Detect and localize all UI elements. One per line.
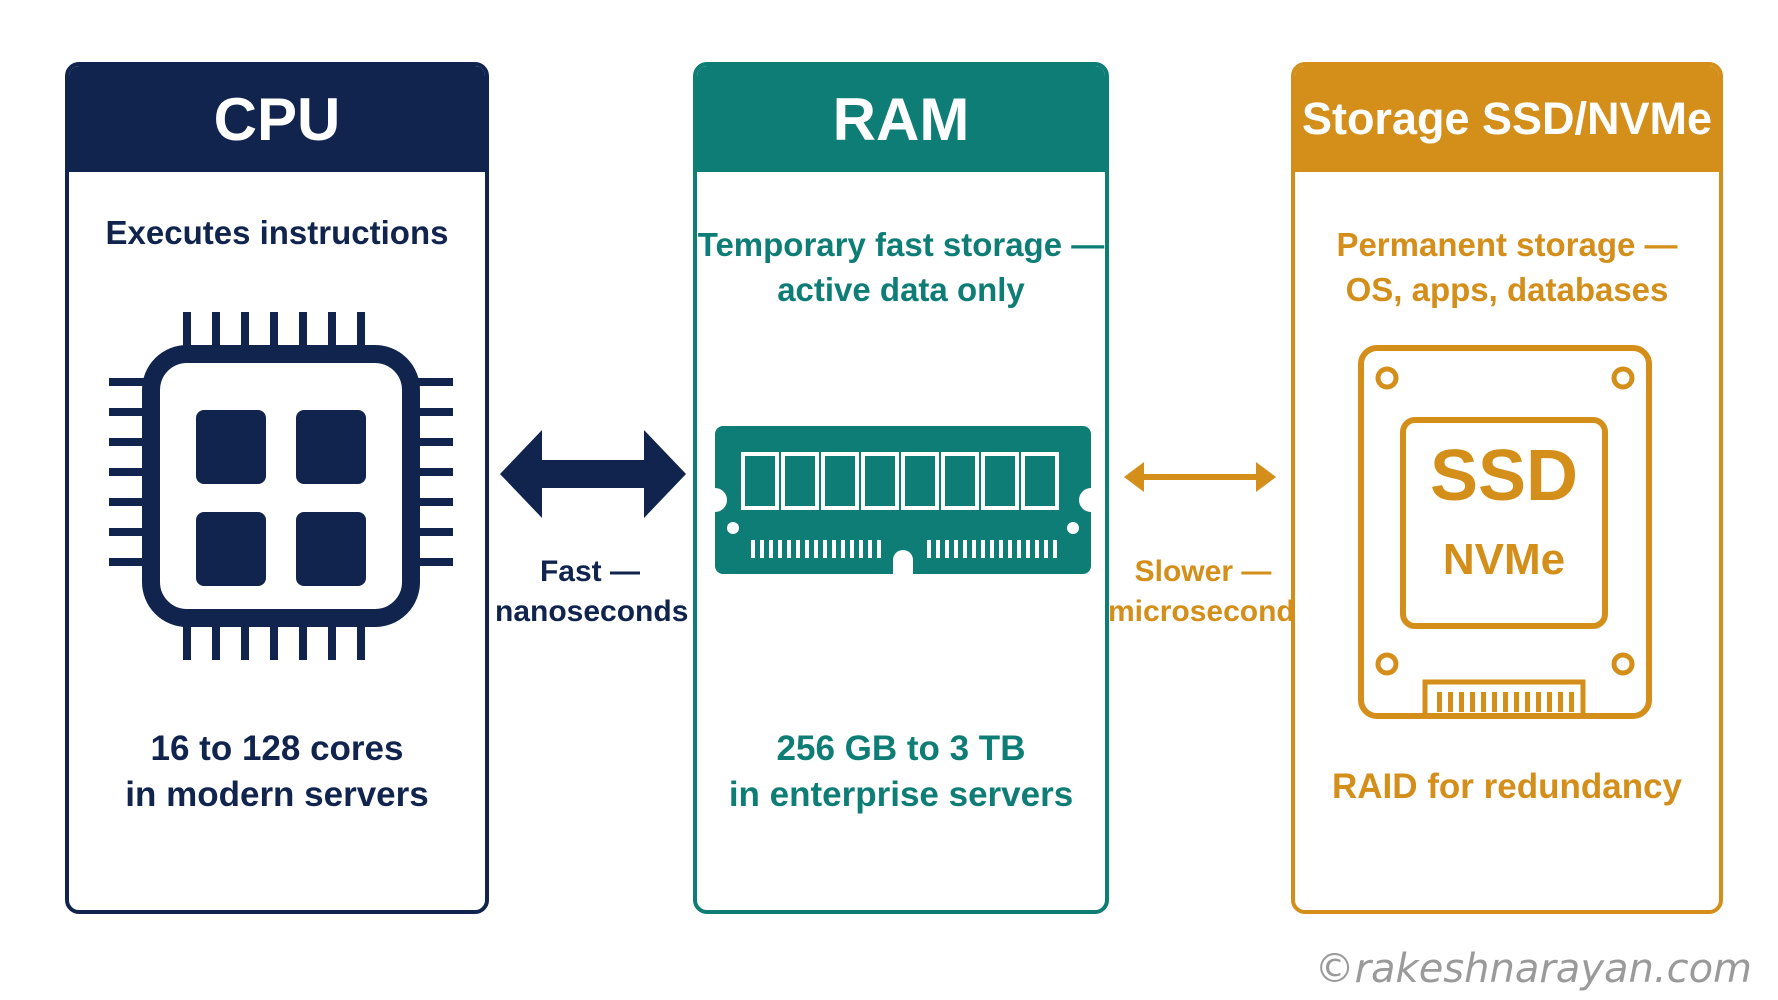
cpu-card: CPU Executes instructions 16 to 128 core… bbox=[65, 62, 489, 914]
ram-card-title: RAM bbox=[697, 66, 1105, 172]
ssd-label: SSD bbox=[1430, 436, 1578, 516]
double-arrow-icon bbox=[1124, 462, 1276, 492]
storage-card-footer: RAID for redundancy bbox=[1331, 767, 1683, 806]
ram-storage-speed-label: Slower — microseconds bbox=[1108, 555, 1312, 628]
ram-card-subtitle: Temporary fast storage — active data onl… bbox=[697, 226, 1105, 308]
ram-card-footer: 256 GB to 3 TB in enterprise servers bbox=[728, 729, 1074, 814]
ram-card: RAM Temporary fast storage — active data… bbox=[693, 62, 1109, 914]
storage-card-subtitle: Permanent storage — OS, apps, databases bbox=[1336, 226, 1678, 308]
ssd-drive-icon: SSD NVMe bbox=[1358, 345, 1652, 719]
storage-card-title: Storage SSD/NVMe bbox=[1295, 66, 1719, 172]
cpu-card-subtitle: Executes instructions bbox=[105, 214, 449, 251]
cpu-card-title: CPU bbox=[69, 66, 485, 172]
cpu-ram-speed-label: Fast — nanoseconds bbox=[495, 555, 689, 628]
nvme-label: NVMe bbox=[1443, 535, 1565, 584]
storage-card: Storage SSD/NVMe Permanent storage — OS,… bbox=[1291, 62, 1723, 914]
copyright-watermark: ©rakeshnarayan.com bbox=[1314, 946, 1752, 992]
cpu-card-footer: 16 to 128 cores in modern servers bbox=[125, 729, 429, 814]
double-arrow-icon bbox=[500, 430, 686, 518]
ram-module-icon bbox=[715, 426, 1091, 574]
cpu-chip-icon bbox=[109, 312, 453, 660]
